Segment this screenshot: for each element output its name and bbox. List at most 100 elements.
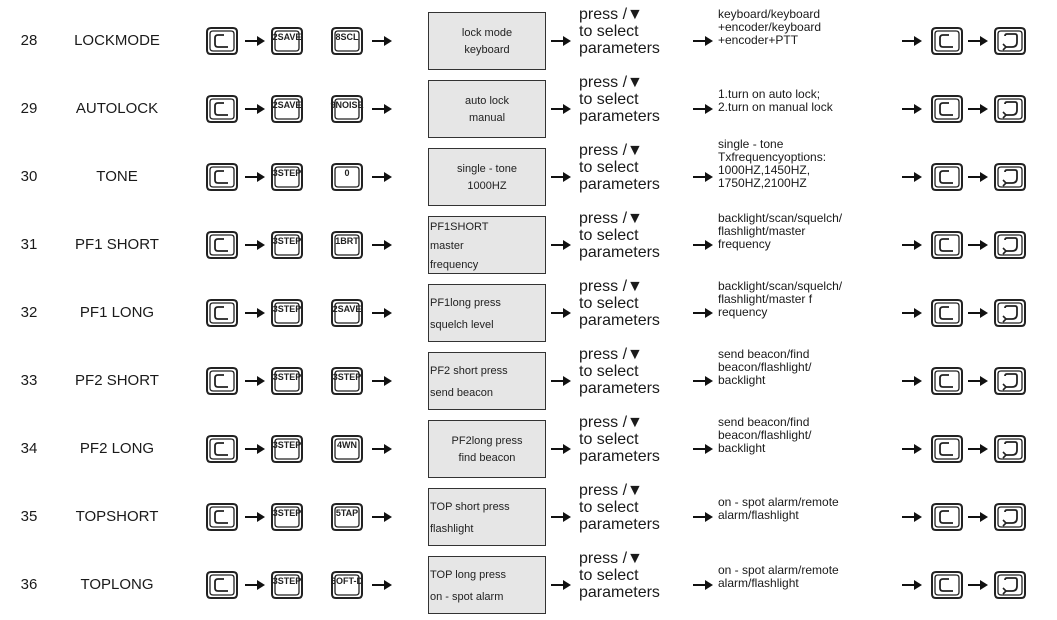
menu-key-icon — [205, 162, 239, 192]
option-line: frequency — [718, 237, 771, 251]
number-key-icon: 3STEP — [270, 162, 304, 192]
press-line: parameters — [579, 244, 660, 261]
key-label: 2SAVE — [332, 304, 362, 314]
right-arrow-icon — [372, 103, 392, 115]
key-label: 3STEP — [272, 508, 302, 518]
setting-name: LOCKMODE — [74, 32, 160, 49]
right-arrow-icon — [245, 307, 265, 319]
press-line: parameters — [579, 448, 660, 465]
right-arrow-icon — [372, 239, 392, 251]
row-number: 28 — [20, 32, 38, 49]
right-arrow-icon — [693, 375, 713, 387]
right-arrow-icon — [968, 443, 988, 455]
press-line: parameters — [579, 312, 660, 329]
key-label: 2SAVE — [272, 100, 302, 110]
menu-key-icon — [930, 366, 964, 396]
right-arrow-icon — [902, 443, 922, 455]
setting-name: PF1 LONG — [79, 304, 155, 321]
option-line: backlight/scan/squelch/ — [718, 211, 843, 225]
right-arrow-icon — [551, 307, 571, 319]
option-line: backlight — [718, 373, 766, 387]
press-line: press /▼ — [579, 278, 643, 295]
option-line: send beacon/find — [718, 347, 810, 361]
number-key-icon: 9NOISE — [330, 94, 364, 124]
right-arrow-icon — [551, 511, 571, 523]
right-arrow-icon — [902, 579, 922, 591]
number-key-icon: 3STEP — [270, 570, 304, 600]
right-arrow-icon — [551, 375, 571, 387]
press-line: to select — [579, 23, 639, 40]
number-key-icon: 1BRT — [330, 230, 364, 260]
option-list: keyboard/keyboard+encoder/keyboard+encod… — [718, 8, 898, 47]
menu-key-icon — [205, 502, 239, 532]
right-arrow-icon — [245, 511, 265, 523]
number-key-icon: 3STEP — [270, 298, 304, 328]
right-arrow-icon — [902, 35, 922, 47]
press-line: press /▼ — [579, 142, 643, 159]
option-line: alarm/flashlight — [718, 576, 799, 590]
key-label: 5TAP — [335, 508, 359, 518]
lcd-display: PF2 short press send beacon — [428, 352, 546, 410]
press-line: parameters — [579, 40, 660, 57]
row-number: 33 — [20, 372, 38, 389]
right-arrow-icon — [245, 375, 265, 387]
menu-key-icon — [930, 502, 964, 532]
right-arrow-icon — [968, 307, 988, 319]
menu-key-icon — [205, 230, 239, 260]
right-arrow-icon — [372, 375, 392, 387]
right-arrow-icon — [693, 171, 713, 183]
menu-key-icon — [930, 434, 964, 464]
display-line: send beacon — [430, 387, 493, 399]
number-key-icon: 8SCL — [330, 26, 364, 56]
row-number: 29 — [20, 100, 38, 117]
exit-key-icon — [993, 230, 1027, 260]
option-line: 2.turn on manual lock — [718, 100, 833, 114]
option-list: backlight/scan/squelch/flashlight/master… — [718, 212, 898, 251]
option-line: on - spot alarm/remote — [718, 563, 839, 577]
display-line: PF2 short press — [430, 365, 508, 377]
row-number: 34 — [20, 440, 38, 457]
exit-key-icon — [993, 94, 1027, 124]
display-line: squelch level — [430, 319, 494, 331]
press-line: parameters — [579, 516, 660, 533]
display-line: TOP short press — [430, 501, 510, 513]
display-line: PF1SHORT — [430, 221, 489, 233]
option-line: send beacon/find — [718, 415, 810, 429]
menu-key-icon — [205, 26, 239, 56]
right-arrow-icon — [551, 103, 571, 115]
display-line: find beacon — [458, 452, 516, 464]
menu-key-icon — [930, 26, 964, 56]
right-arrow-icon — [968, 375, 988, 387]
display-line: 1000HZ — [467, 180, 507, 192]
key-label: 3STEP — [272, 168, 302, 178]
option-line: beacon/flashlight/ — [718, 360, 812, 374]
number-key-icon: 5TAP — [330, 502, 364, 532]
right-arrow-icon — [245, 579, 265, 591]
right-arrow-icon — [693, 103, 713, 115]
display-line: PF1long press — [430, 297, 501, 309]
option-line: +encoder/keyboard — [718, 20, 822, 34]
press-line: to select — [579, 91, 639, 108]
option-line: 1.turn on auto lock; — [718, 87, 821, 101]
key-label: 0 — [344, 168, 350, 178]
option-line: single - tone — [718, 137, 784, 151]
option-line: alarm/flashlight — [718, 508, 799, 522]
option-line: 1750HZ,2100HZ — [718, 176, 807, 190]
press-line: parameters — [579, 108, 660, 125]
press-line: parameters — [579, 584, 660, 601]
display-line: auto lock — [464, 95, 510, 107]
exit-key-icon — [993, 434, 1027, 464]
right-arrow-icon — [902, 375, 922, 387]
press-line: to select — [579, 227, 639, 244]
right-arrow-icon — [245, 171, 265, 183]
number-key-icon: 2SAVE — [270, 26, 304, 56]
number-key-icon: 0 — [330, 162, 364, 192]
